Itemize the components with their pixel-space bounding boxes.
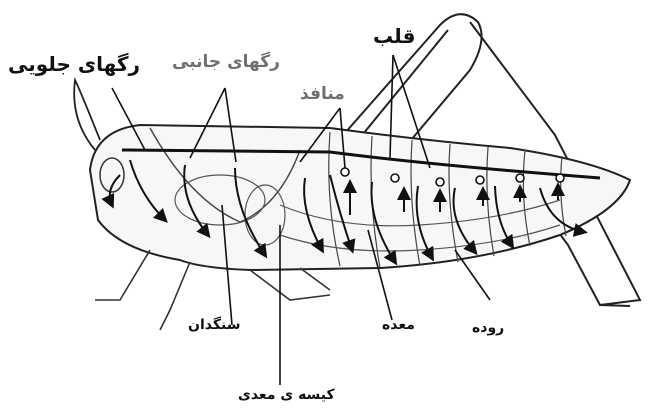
label-intestine: روده xyxy=(472,320,504,336)
label-front-arteries: رگهای جلویی xyxy=(8,52,140,76)
label-ostia: منافذ xyxy=(300,84,345,104)
label-crop: سنگدان xyxy=(188,317,240,333)
label-lateral-arteries: رگهای جانبی xyxy=(172,52,280,72)
label-gastric-caeca: کیسه ی معدی xyxy=(238,387,335,403)
label-heart: قلب xyxy=(373,24,415,48)
antenna xyxy=(74,80,100,150)
label-stomach: معده xyxy=(382,317,415,333)
body-outline xyxy=(90,125,630,270)
